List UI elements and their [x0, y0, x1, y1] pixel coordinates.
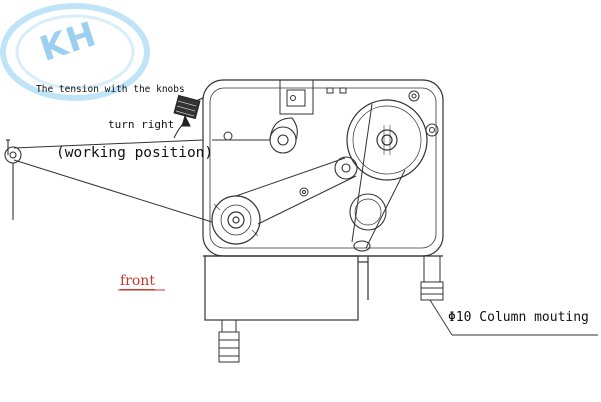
- tension-label: The tension with the knobs: [36, 84, 185, 95]
- turn-right-label: turn right: [108, 118, 175, 131]
- logo-watermark: [0, 3, 150, 101]
- top-bracket: [279, 79, 347, 115]
- main-housing: [202, 79, 444, 257]
- lower-block: [204, 255, 369, 321]
- tension-arm: [269, 117, 298, 154]
- entry-roller: [4, 139, 22, 220]
- wire-path: [13, 103, 406, 249]
- front-label: front: [120, 273, 155, 289]
- leader-lines: [118, 289, 598, 336]
- working-position-label: (working position): [56, 145, 214, 161]
- guide-pulley: [211, 195, 261, 245]
- column-mounting-label: Φ10 Column mouting: [448, 310, 589, 325]
- left-post: [218, 319, 240, 363]
- mounting-holes: [223, 90, 439, 197]
- right-post: [420, 255, 444, 301]
- tension-knob: [173, 94, 204, 139]
- large-pulley: [346, 99, 428, 181]
- idler-pulleys: [334, 156, 387, 252]
